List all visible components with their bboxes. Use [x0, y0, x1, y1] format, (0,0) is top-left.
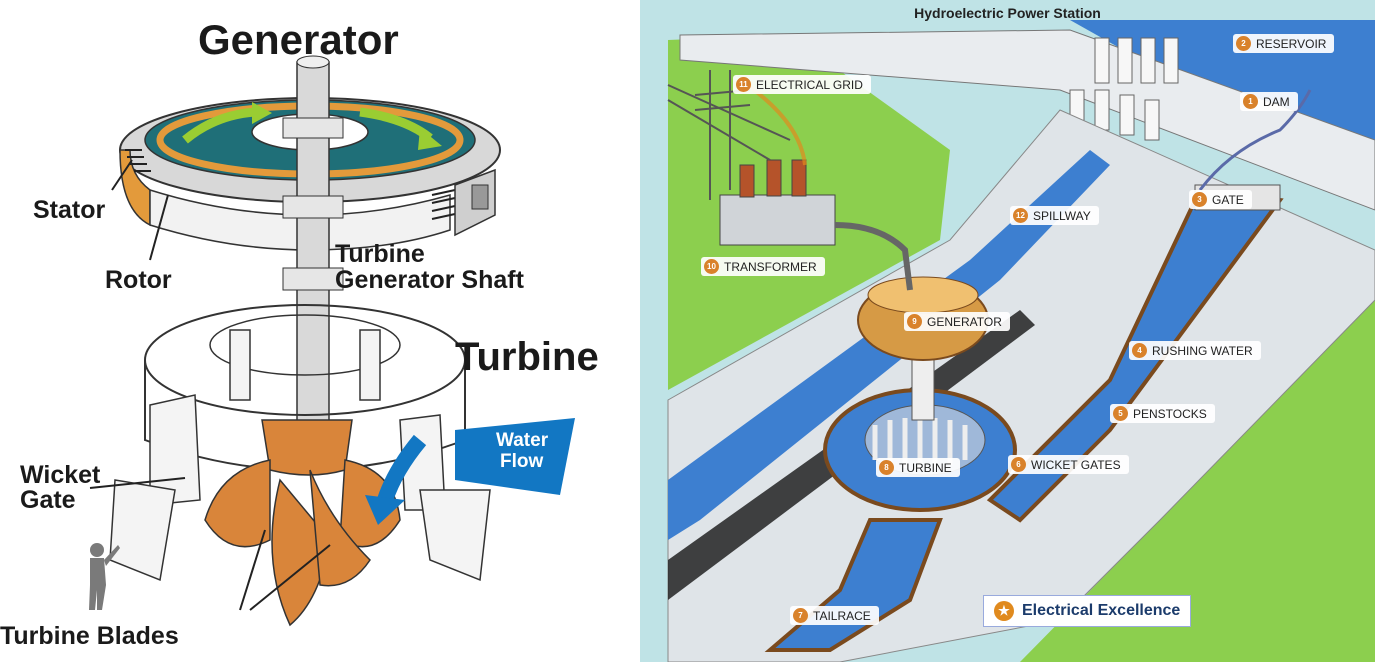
callout-label: PENSTOCKS [1133, 406, 1207, 421]
callout-number: 12 [1013, 208, 1028, 223]
shaft-label-line1: Turbine [335, 240, 425, 268]
callout-number: 11 [736, 77, 751, 92]
callout-label: GATE [1212, 192, 1244, 207]
star-icon: ★ [994, 601, 1014, 621]
shaft-label-line2: Generator Shaft [335, 266, 525, 294]
callout-generator: 9 GENERATOR [904, 312, 1010, 331]
callout-label: TURBINE [899, 460, 952, 475]
generator-turbine-drawing: Generator Turbine Stator Rotor Turbine G… [0, 16, 599, 650]
generator-turbine-diagram: Generator Turbine Stator Rotor Turbine G… [0, 0, 640, 662]
callout-label: DAM [1263, 94, 1290, 109]
callout-tailrace: 7 TAILRACE [790, 606, 879, 625]
turbine-blades [204, 419, 401, 627]
hydroelectric-station-diagram: Hydroelectric Power Station 1 DAM 2 RESE… [640, 0, 1375, 662]
callout-label: ELECTRICAL GRID [756, 77, 863, 92]
callout-number: 10 [704, 259, 719, 274]
water-flow-arrow [365, 418, 575, 525]
callout-number: 7 [793, 608, 808, 623]
station-transformer [719, 194, 836, 246]
callout-reservoir: 2 RESERVOIR [1233, 34, 1335, 53]
callout-wicket-gates: 6 WICKET GATES [1008, 455, 1129, 474]
callout-number: 3 [1192, 192, 1207, 207]
turbine-blades-label: Turbine Blades [0, 622, 179, 650]
power-cable [834, 222, 913, 291]
callout-number: 1 [1243, 94, 1258, 109]
station-title: Hydroelectric Power Station [914, 5, 1101, 21]
stator-label: Stator [33, 196, 106, 224]
callout-label: TAILRACE [813, 608, 871, 623]
brand-name: Electrical Excellence [1022, 602, 1181, 619]
callout-label: RUSHING WATER [1152, 343, 1253, 358]
callout-number: 6 [1011, 457, 1026, 472]
rotor-label: Rotor [105, 266, 172, 294]
water-flow-label-line1: Water [496, 430, 549, 451]
callout-transformer: 10 TRANSFORMER [701, 257, 825, 276]
callout-gate: 3 GATE [1189, 190, 1252, 209]
wicket-gate-vane [149, 394, 201, 506]
callout-turbine: 8 TURBINE [876, 458, 960, 477]
person-scale-icon [89, 543, 120, 610]
brand-badge: ★ Electrical Excellence [983, 595, 1192, 627]
callout-number: 5 [1113, 406, 1128, 421]
callout-label: SPILLWAY [1033, 208, 1091, 223]
wicket-gate-label-line2: Gate [20, 486, 76, 514]
callout-spillway: 12 SPILLWAY [1010, 206, 1099, 225]
callout-label: RESERVOIR [1256, 36, 1327, 51]
rotation-arrow-left [182, 107, 256, 144]
dam-wall [679, 29, 1375, 211]
wicket-gate-label-line1: Wicket [20, 461, 101, 489]
turbine-casing [109, 304, 491, 582]
generator-title: Generator [198, 16, 399, 63]
callout-penstocks: 5 PENSTOCKS [1110, 404, 1215, 423]
callout-electrical-grid: 11 ELECTRICAL GRID [733, 75, 871, 94]
callout-dam: 1 DAM [1240, 92, 1298, 111]
water-flow-label-line2: Flow [500, 451, 543, 472]
turbine-generator-shaft [282, 55, 344, 423]
callout-label: WICKET GATES [1031, 457, 1121, 472]
callout-label: GENERATOR [927, 314, 1002, 329]
callout-number: 8 [879, 460, 894, 475]
callout-label: TRANSFORMER [724, 259, 817, 274]
callout-number: 9 [907, 314, 922, 329]
callout-number: 2 [1236, 36, 1251, 51]
callout-number: 4 [1132, 343, 1147, 358]
turbine-title: Turbine [455, 335, 599, 379]
callout-rushing-water: 4 RUSHING WATER [1129, 341, 1261, 360]
